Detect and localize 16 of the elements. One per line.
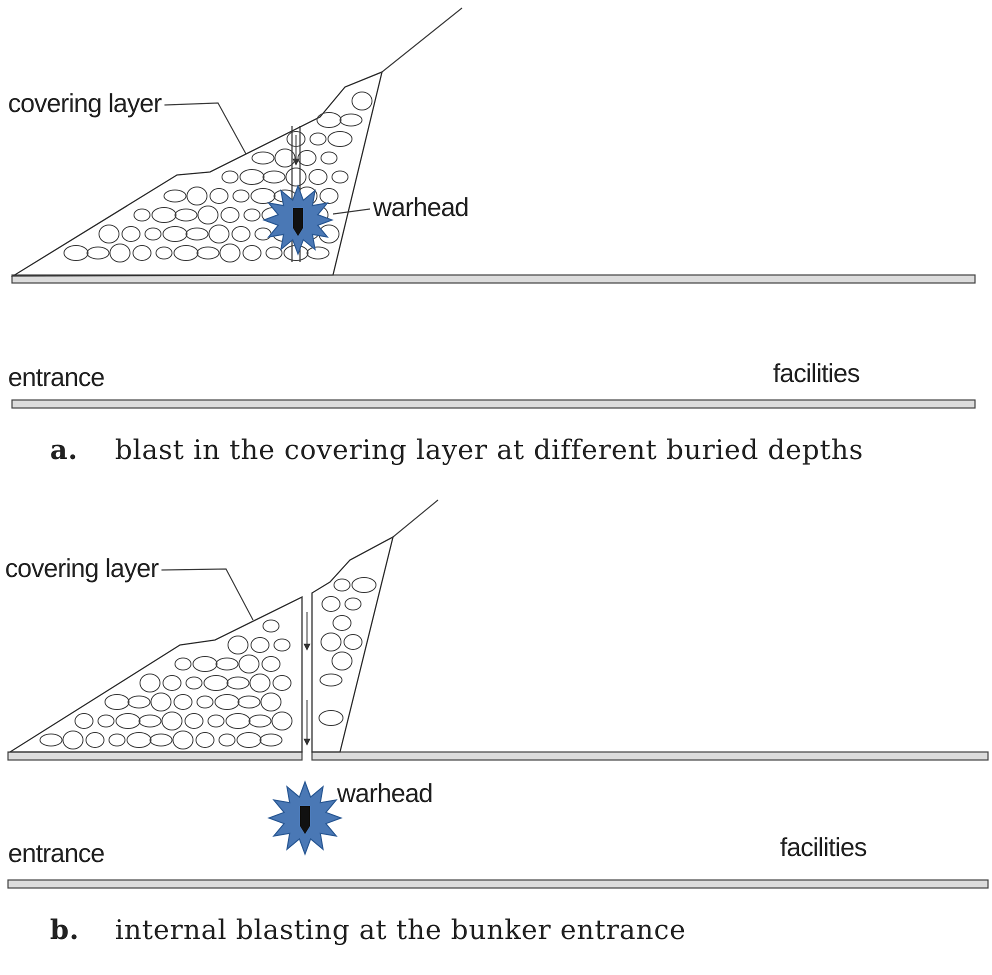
panel-label: b. [50,914,80,948]
part-label: warhead [373,192,469,222]
area-label: facilities [773,358,860,388]
explosion-icon [262,184,334,256]
area-label: entrance [8,838,104,868]
caption: blast in the covering layer at different buried depths [115,434,864,468]
part-label: warhead [337,778,433,808]
panel-label: a. [50,434,78,468]
caption: internal blasting at the bunker entrance [115,914,686,948]
part-label: covering layer [8,88,162,118]
leader-line [161,568,254,620]
covering-layer-drawing [8,536,394,753]
area-label: entrance [8,362,104,392]
area-label: facilities [780,832,866,862]
part-label: covering layer [5,553,158,583]
leader-line [164,102,247,154]
